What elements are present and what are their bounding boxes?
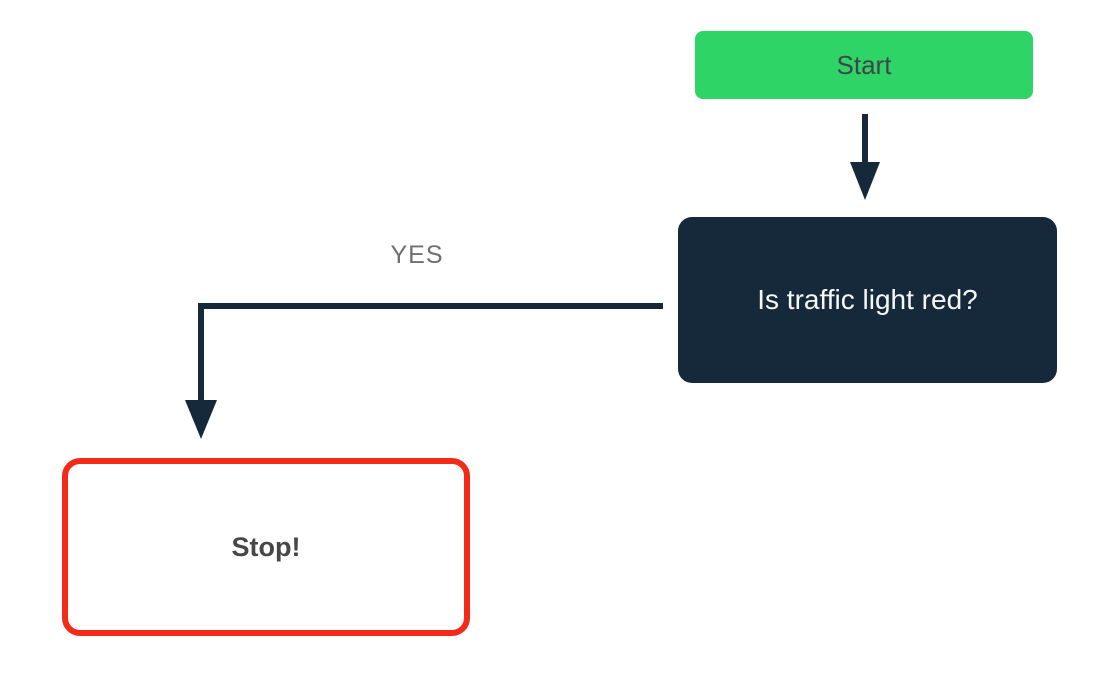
flowchart-node-start: Start xyxy=(695,31,1033,99)
flowchart-node-decision: Is traffic light red? xyxy=(678,217,1057,383)
arrow-decision-to-stop xyxy=(185,303,663,439)
start-node-label: Start xyxy=(836,49,892,80)
stop-node-label: Stop! xyxy=(231,531,301,562)
edge-label-yes: YES xyxy=(390,241,444,269)
decision-node-label: Is traffic light red? xyxy=(757,284,978,315)
arrow-start-to-decision xyxy=(850,114,880,200)
flowchart-node-stop: Stop! xyxy=(62,458,470,636)
